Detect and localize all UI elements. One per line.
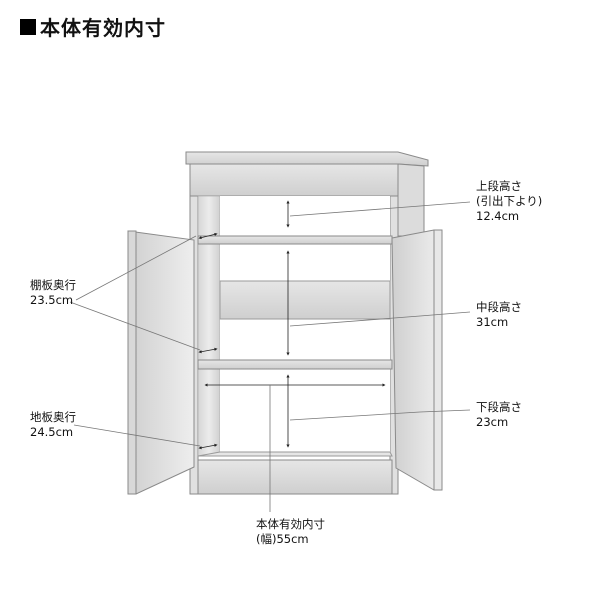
top-board <box>185 151 429 167</box>
leader-lines <box>69 201 471 512</box>
back-rail <box>219 280 391 320</box>
upper-height-label: 上段高さ (引出下より) 12.4cm <box>476 179 543 223</box>
shelf-depth-label: 棚板奥行 23.5cm <box>30 278 76 307</box>
middle-shelf <box>197 359 393 370</box>
middle-height-label: 中段高さ 31cm <box>476 300 522 329</box>
floor-depth-label: 地板奥行 24.5cm <box>30 410 76 439</box>
upper-shelf <box>197 235 393 245</box>
left-door <box>127 230 195 495</box>
page-title-text: 本体有効内寸 <box>40 16 166 40</box>
drawer-front <box>189 163 399 197</box>
right-door <box>391 229 441 491</box>
lower-height-label: 下段高さ 23cm <box>476 400 522 429</box>
inner-width-label: 本体有効内寸 (幅)55cm <box>256 517 325 546</box>
dimension-arrows <box>198 200 386 450</box>
floor-board <box>197 451 393 457</box>
square-bullet-icon <box>20 18 36 35</box>
plinth <box>197 459 393 495</box>
page-title: 本体有効内寸 <box>20 12 166 41</box>
